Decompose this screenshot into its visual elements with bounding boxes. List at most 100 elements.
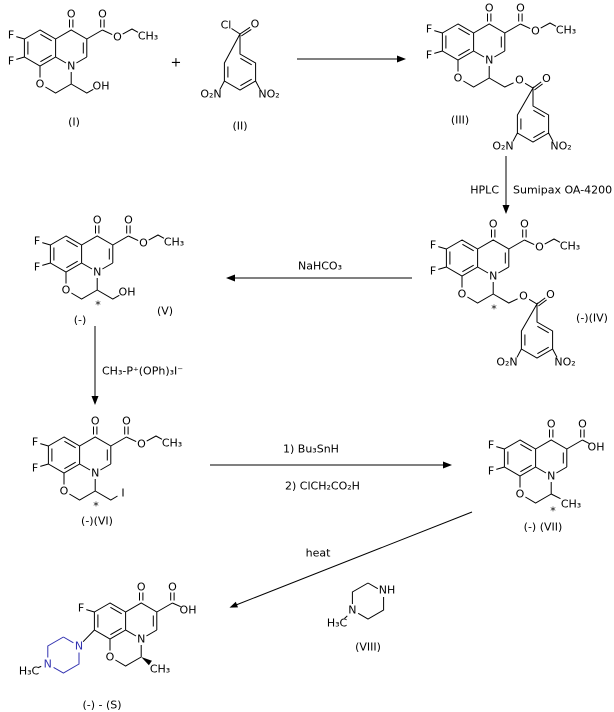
stereocenter-asterisk: * [95,299,101,312]
atom-label-ester-o: O [520,218,529,231]
stereocenter-asterisk: * [550,505,556,518]
bond-lines [38,592,181,668]
reaction-arrow-phosphonium: CH₃-P⁺(OPh)₃I⁻ [91,326,183,405]
bond-lines [434,13,557,143]
atom-label-ch3: CH₃ [150,663,170,676]
atom-label-ring-o: O [36,78,45,91]
atom-label-f1: F [430,239,436,252]
atom-label-acid-o: O [168,581,177,594]
bond-lines [219,26,261,91]
reaction-arrow-hplc: HPLC Sumipax OA-4200 [470,156,612,214]
atom-label-ring-o: O [60,485,69,498]
atom-label-iodine: I [121,487,124,500]
atom-label-ester-o: O [122,415,131,428]
atom-label-ring-o: O [62,284,71,297]
bond-lines [438,229,561,359]
atom-label-no2: NO₂ [550,140,571,153]
rotation-sign-V: (-) [74,314,87,327]
atom-label-n: N [91,467,99,480]
bond-lines [344,582,385,620]
reagent-hplc: HPLC [470,184,499,197]
atom-label-ketone-o: O [91,415,100,428]
atom-label-o2n: O₂N [492,140,513,153]
atom-label-ester-o: O [98,8,107,21]
reagent-phosphonium: CH₃-P⁺(OPh)₃I⁻ [102,365,183,378]
atom-label-f2: F [430,265,436,278]
atom-label-benzoate-o: O [542,72,551,85]
atom-label-ester-o2: O [113,31,122,44]
atom-label-benzoate-o: O [546,288,555,301]
compound-label-VI: (-)(VI) [81,515,113,528]
compound-label-II: (II) [232,120,247,133]
atom-label-n: N [67,60,75,73]
atom-label-ketone-o: O [547,418,556,431]
atom-label-ester-o: O [516,2,525,15]
reagent-heat: heat [306,547,331,560]
plus-sign: + [171,56,182,71]
atom-label-f: F [78,602,84,615]
atom-label-f1: F [488,439,494,452]
atom-label-o2n: O₂N [496,356,517,369]
atom-label-ester-o2: O [139,237,148,250]
atom-label-o2n: O₂N [200,88,221,101]
atom-label-ring-o: O [454,72,463,85]
atom-label-ketone-o: O [489,218,498,231]
compound-label-IV: (-)(IV) [576,312,608,325]
atom-label-ch3: CH₃ [560,240,580,253]
atom-label-ketone-o: O [137,581,146,594]
atom-label-o: O [251,18,260,31]
atom-label-link-o: O [519,290,528,303]
atom-label-ch3: CH₃ [561,498,581,511]
reagent-column: Sumipax OA-4200 [513,184,612,197]
stereocenter-asterisk: * [93,500,99,513]
atom-label-oh: OH [119,286,136,299]
arrowhead-down [91,396,99,405]
compound-IV-structure: O O O CH₃ F F N O O O O₂N NO₂ * (-)(IV) [430,218,608,369]
atom-label-ch3: CH₃ [162,437,182,450]
atom-label-no2: NO₂ [554,356,575,369]
atom-label-h3c: H₃C [327,617,348,630]
stereocenter-asterisk: * [491,303,497,316]
atom-label-ch3: CH₃ [138,30,158,43]
atom-label-f1: F [8,29,14,42]
atom-label-f2: F [32,462,38,475]
compound-I-structure: O O O CH₃ F F N O OH (I) [8,8,158,129]
atom-label-ketone-o: O [93,214,102,227]
atom-label-ketone-o: O [67,8,76,21]
compound-label-III: (III) [451,114,469,127]
reagent-step1: 1) Bu₃SnH [283,443,339,456]
atom-label-h3c: H₃C [19,665,40,678]
compound-V-structure: O O O CH₃ F F N O OH * (-) (V) [34,214,184,327]
arrowhead-right [397,55,406,63]
atom-label-ester-o2: O [137,438,146,451]
atom-label-f2: F [8,55,14,68]
piperazine-ring: N N [44,636,83,674]
compound-label-VIII: (VIII) [355,641,381,654]
reaction-arrow-heat: heat [229,511,473,608]
atom-label-cl: Cl [221,19,232,32]
atom-label-nh: NH [379,584,396,597]
bond-lines [496,429,590,504]
atom-label-oh: OH [93,80,110,93]
stereo-wedge-bond [141,657,152,666]
arrowhead-left [226,274,235,282]
reagent-nahco3: NaHCO₃ [298,260,342,273]
atom-label-ester-o: O [124,214,133,227]
atom-label-n: N [137,633,145,646]
compound-label-V: (V) [157,305,173,318]
product-label: (-) - (S) [82,699,121,712]
atom-label-ch3: CH₃ [556,24,576,37]
compound-VI-structure: O O O CH₃ F F N O I * (-)(VI) [32,415,182,528]
atom-label-pip-n2: N [44,658,52,671]
reaction-arrow-tin: 1) Bu₃SnH 2) ClCH₂CO₂H [210,443,452,493]
compound-label-I: (I) [68,116,80,129]
bond-lines [40,426,163,501]
atom-label-f1: F [426,23,432,36]
atom-label-f1: F [34,235,40,248]
bond-lines [16,19,139,94]
arrowhead-right [443,461,452,469]
product-structure: N N F O O OH N O H₃C CH₃ (-) - (S) [19,581,197,712]
atom-label-n: N [485,54,493,67]
